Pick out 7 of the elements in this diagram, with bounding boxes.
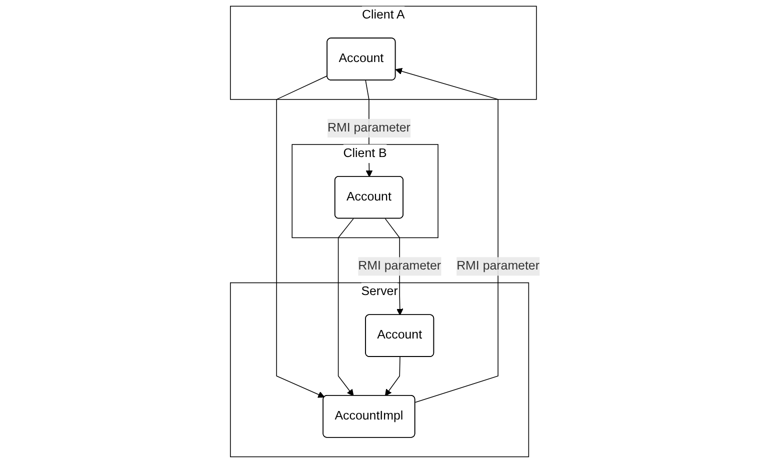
arrow (276, 75, 328, 398)
arrow (385, 356, 400, 396)
edge-label: RMI parameter (358, 259, 442, 273)
edge-label: RMI parameter (456, 259, 540, 273)
arrow (395, 68, 498, 403)
edge-label: RMI parameter (328, 121, 410, 134)
arrow (338, 218, 354, 396)
